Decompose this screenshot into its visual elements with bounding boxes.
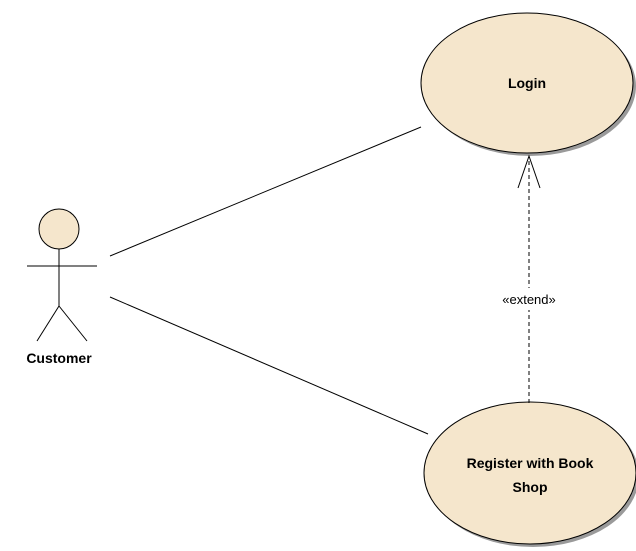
use-case-label: Shop <box>513 479 548 495</box>
actor-customer[interactable]: Customer <box>26 208 97 366</box>
stereotype-label: «extend» <box>502 292 556 307</box>
use-case-shape <box>420 12 634 154</box>
stereotype-label-bg <box>487 288 573 310</box>
use-case-login[interactable]: Login <box>420 12 636 156</box>
actor-label: Customer <box>26 350 92 366</box>
actor-right-leg <box>58 305 88 342</box>
use-case-label: Login <box>508 75 546 91</box>
actor-head <box>38 208 80 250</box>
association-customer-register[interactable] <box>109 296 429 435</box>
association-customer-login[interactable] <box>109 126 422 257</box>
extend-relationship[interactable]: «extend» <box>487 154 573 403</box>
use-case-label: Register with Book <box>467 455 594 471</box>
arrow-head-icon <box>517 154 541 189</box>
use-case-register[interactable]: Register with Book Shop <box>423 401 636 547</box>
use-case-shape <box>423 401 636 545</box>
actor-left-leg <box>36 305 60 342</box>
